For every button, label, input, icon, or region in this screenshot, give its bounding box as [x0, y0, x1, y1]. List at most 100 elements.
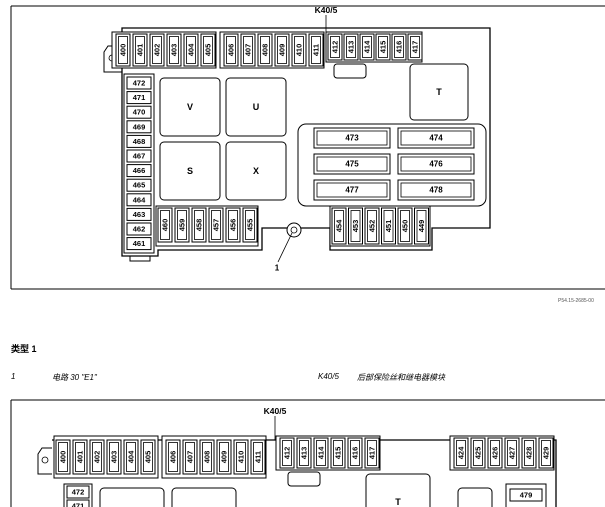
- d1-fuse-label-472: 472: [133, 79, 146, 88]
- d2-fuse-label-472: 472: [72, 488, 85, 497]
- small-connector: [333, 63, 367, 79]
- d2-fuse-414-inner: [316, 440, 326, 466]
- d1-fuse-461: [126, 237, 152, 251]
- d1-fuse-label-473: 473: [345, 134, 359, 143]
- d2-fuse-409-inner: [219, 442, 229, 472]
- d1-fuse-label-465: 465: [133, 181, 146, 190]
- d1-fuse-label-411: 411: [312, 44, 321, 56]
- d2-fuse-label-417: 417: [368, 447, 377, 460]
- d1-fuse-456-inner: [228, 210, 238, 240]
- left-mounting-hole-2: [41, 456, 49, 464]
- d1-fuse-457-inner: [211, 210, 221, 240]
- d1-fuse-label-415: 415: [379, 41, 388, 54]
- d1-fuse-405-inner: [203, 36, 213, 64]
- d1-fuse-478-inner: [400, 182, 472, 198]
- d2-fuse-417-inner: [367, 440, 377, 466]
- d1-fuse-label-477: 477: [345, 186, 359, 195]
- d2-fuse-label-402: 402: [93, 451, 102, 464]
- d2-fuse-415-inner: [333, 440, 343, 466]
- d2-fuse-413-inner: [299, 440, 309, 466]
- d2-fuse-408-inner: [202, 442, 212, 472]
- d1-fuse-473-inner: [316, 130, 388, 146]
- d2-fuse-label-479: 479: [520, 491, 533, 500]
- d1-fuse-label-400: 400: [119, 44, 128, 57]
- d1-fuse-470: [126, 105, 152, 119]
- relay-label-V: V: [187, 102, 193, 112]
- d1-fuse-label-468: 468: [133, 137, 146, 146]
- d1-fuse-label-478: 478: [429, 186, 443, 195]
- d2-fuse-label-425: 425: [474, 447, 483, 460]
- d2-fuse-427-inner: [507, 440, 517, 466]
- d1-fuse-label-467: 467: [133, 152, 146, 161]
- module-label: K40/5: [315, 5, 338, 15]
- d2-fuse-472: [66, 485, 90, 499]
- d1-fuse-453-inner: [350, 210, 361, 242]
- d2-fuse-406-inner: [168, 442, 178, 472]
- d2-fuse-label-471: 471: [72, 502, 85, 507]
- d2-fuse-label-427: 427: [508, 447, 517, 460]
- d2-fuse-407-inner: [185, 442, 195, 472]
- d1-fuse-451-inner: [383, 210, 394, 242]
- d1-fuse-label-471: 471: [133, 93, 146, 102]
- d1-fuse-label-403: 403: [170, 44, 179, 57]
- d2-fuse-label-411: 411: [254, 451, 263, 463]
- relay-label-S: S: [187, 166, 193, 176]
- d2-fuse-label-426: 426: [491, 447, 500, 460]
- d1-fuse-label-466: 466: [133, 166, 146, 175]
- d1-fuse-468: [126, 134, 152, 148]
- d1-fuse-471: [126, 91, 152, 105]
- d1-fuse-label-475: 475: [345, 160, 359, 169]
- d2-fuse-label-428: 428: [525, 447, 534, 460]
- d2-fuse-label-405: 405: [144, 451, 153, 464]
- d1-fuse-label-458: 458: [195, 219, 204, 232]
- d2-fuse-label-414: 414: [317, 446, 326, 459]
- d1-fuse-402-inner: [152, 36, 162, 64]
- d1-fuse-406-inner: [226, 36, 236, 64]
- d1-fuse-label-409: 409: [278, 44, 287, 57]
- d2-fuse-402-inner: [92, 442, 102, 472]
- d1-fuse-400-inner: [118, 36, 128, 64]
- d1-fuse-label-413: 413: [347, 41, 356, 54]
- type-heading: 类型 1: [11, 344, 37, 354]
- d1-fuse-401-inner: [135, 36, 145, 64]
- relay-S: [159, 141, 221, 201]
- d1-fuse-label-463: 463: [133, 210, 146, 219]
- d1-fuse-466: [126, 164, 152, 178]
- d1-fuse-label-470: 470: [133, 108, 146, 117]
- d1-fuse-408-inner: [260, 36, 270, 64]
- d2-fuse-405-inner: [143, 442, 153, 472]
- bottom-right-fuse-bank: [329, 205, 431, 247]
- d1-fuse-label-455: 455: [246, 219, 255, 232]
- small-connector-2: [287, 471, 321, 487]
- d1-fuse-412-inner: [330, 36, 340, 58]
- d2-fuse-label-410: 410: [237, 451, 246, 464]
- d1-fuse-404-inner: [186, 36, 196, 64]
- d1-fuse-455-inner: [245, 210, 255, 240]
- d1-fuse-label-462: 462: [133, 225, 146, 234]
- relay-2a: [99, 487, 165, 507]
- relay-2c: [457, 487, 493, 507]
- relay-2-T: [365, 473, 431, 507]
- d1-fuse-450-inner: [400, 210, 410, 242]
- d1-fuse-label-416: 416: [395, 41, 404, 54]
- d1-fuse-label-451: 451: [384, 220, 393, 233]
- left-mounting-tab-2: [37, 447, 52, 475]
- d1-fuse-label-454: 454: [335, 219, 344, 232]
- d1-fuse-475-inner: [316, 156, 388, 172]
- d1-fuse-label-406: 406: [227, 44, 236, 57]
- d1-fuse-449-inner: [416, 210, 427, 242]
- d1-fuse-477-inner: [316, 182, 388, 198]
- relay-X: [225, 141, 287, 201]
- legend-item-2-text: 后部保险丝和继电器模块: [357, 373, 445, 382]
- d2-fuse-label-415: 415: [334, 447, 343, 460]
- d1-fuse-label-474: 474: [429, 134, 443, 143]
- relay-U: [225, 77, 287, 137]
- d1-fuse-label-453: 453: [351, 220, 360, 233]
- relay-T: [409, 63, 469, 121]
- d1-fuse-label-412: 412: [331, 41, 340, 54]
- d1-fuse-label-407: 407: [244, 44, 253, 57]
- d1-fuse-label-404: 404: [187, 43, 196, 56]
- d2-fuse-label-407: 407: [186, 451, 195, 464]
- relay-V: [159, 77, 221, 137]
